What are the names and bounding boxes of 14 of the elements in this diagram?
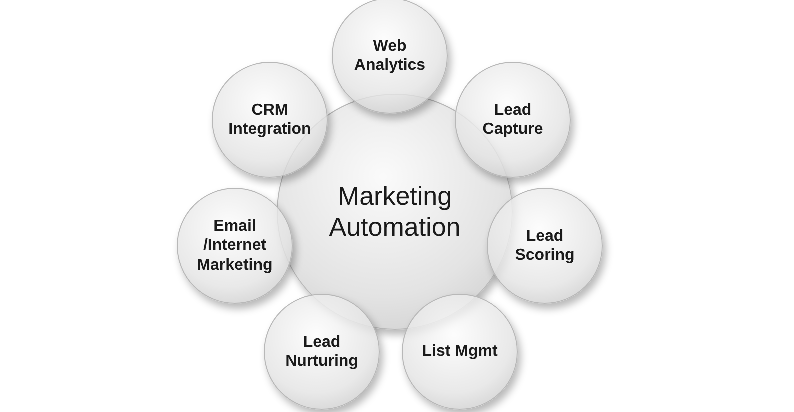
node-label: Web Analytics (353, 36, 427, 76)
node-label: CRM Integration (228, 100, 312, 140)
node-label: Lead Nurturing (284, 332, 360, 372)
node-label: List Mgmt (422, 342, 498, 362)
circle-node (177, 188, 293, 304)
node-label: Marketing Automation (328, 180, 462, 244)
circle-node (402, 294, 518, 410)
node-label: Lead Capture (482, 100, 544, 140)
node-label: Email /Internet Marketing (196, 217, 274, 275)
circle-node (487, 188, 603, 304)
node-label: Lead Scoring (514, 226, 576, 266)
circle-node (455, 62, 571, 178)
circle-node (332, 0, 448, 114)
circle-node (264, 294, 380, 410)
